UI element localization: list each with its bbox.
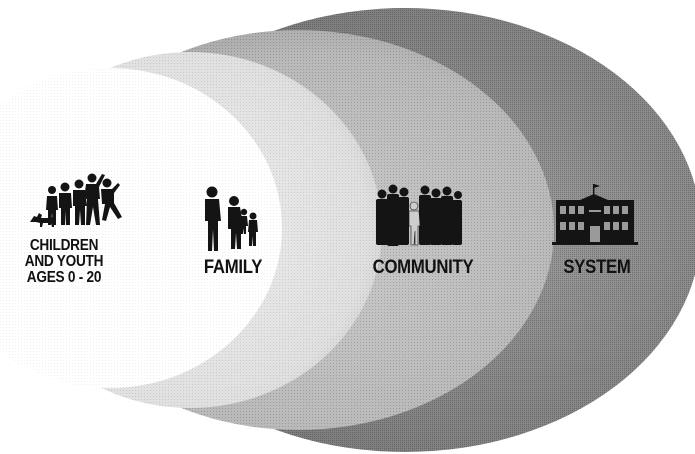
- children-playing-icon: [30, 173, 122, 227]
- crowd-icon: [376, 184, 462, 246]
- children-label-line-2: AND YOUTH: [24, 253, 104, 270]
- children-label: CHILDREN AND YOUTH AGES 0 - 20: [20, 238, 108, 286]
- school-building-icon: [552, 184, 638, 245]
- children-label-line-3: AGES 0 - 20: [26, 269, 102, 286]
- system-label: SYSTEM: [563, 257, 631, 278]
- family-label: FAMILY: [203, 257, 263, 278]
- community-label: COMMUNITY: [372, 257, 474, 278]
- layer-children: [0, 68, 282, 388]
- children-label-line-1: CHILDREN: [29, 237, 99, 254]
- family-icon: [205, 186, 258, 251]
